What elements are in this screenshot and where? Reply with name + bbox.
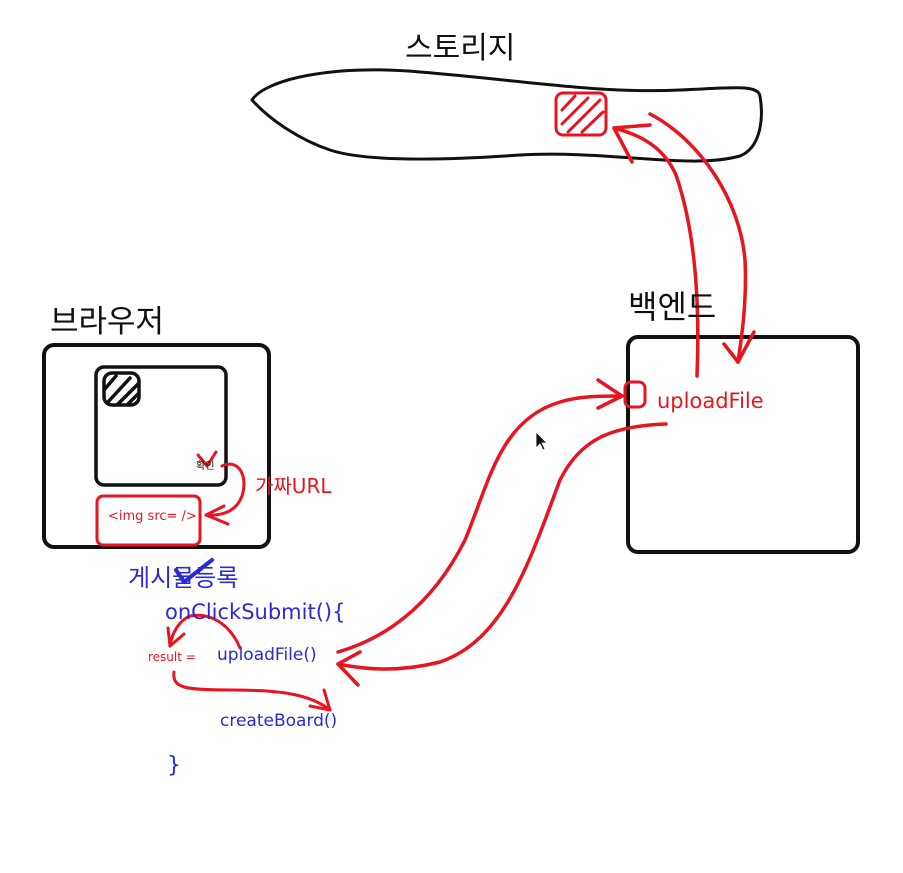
arrow-backend-to-storage xyxy=(612,123,700,378)
arrow-upload-to-result xyxy=(166,613,242,650)
close-brace-label: } xyxy=(167,753,181,778)
post-register-check-mark xyxy=(174,558,214,584)
img-tag-box xyxy=(95,494,202,547)
browser-label: 브라우저 xyxy=(50,304,165,340)
confirm-check-mark xyxy=(196,450,218,468)
on-click-submit-label: onClickSubmit(){ xyxy=(165,600,346,624)
backend-label: 백엔드 xyxy=(628,288,717,326)
storage-cloud-shape xyxy=(250,68,763,163)
storage-label: 스토리지 xyxy=(405,31,516,66)
backend-box xyxy=(626,335,860,554)
img-tag-label: <img src= /> xyxy=(108,509,197,524)
arrow-uploadfile-to-backend xyxy=(336,378,624,654)
upload-file-call-label: uploadFile() xyxy=(217,645,317,665)
create-board-call-label: createBoard() xyxy=(220,711,338,731)
backend-uploadfile-label: uploadFile xyxy=(657,389,764,413)
result-assign-label: result = xyxy=(148,650,196,664)
post-register-label: 게시물등록 xyxy=(128,564,239,592)
browser-box xyxy=(42,343,271,549)
hatched-image-icon xyxy=(102,371,141,407)
arrow-result-to-createboard xyxy=(172,670,332,712)
arrow-backend-to-uploadfile xyxy=(336,422,668,687)
backend-endpoint-marker xyxy=(623,380,647,409)
arrow-storage-to-backend xyxy=(648,112,756,364)
browser-inner-panel xyxy=(94,365,228,487)
confirm-button-label: 확인 xyxy=(196,461,215,472)
mouse-pointer-icon xyxy=(535,431,548,451)
fake-url-label: 가짜URL xyxy=(255,474,332,498)
hatched-file-icon xyxy=(554,91,608,137)
arrow-confirm-to-img xyxy=(204,462,246,526)
